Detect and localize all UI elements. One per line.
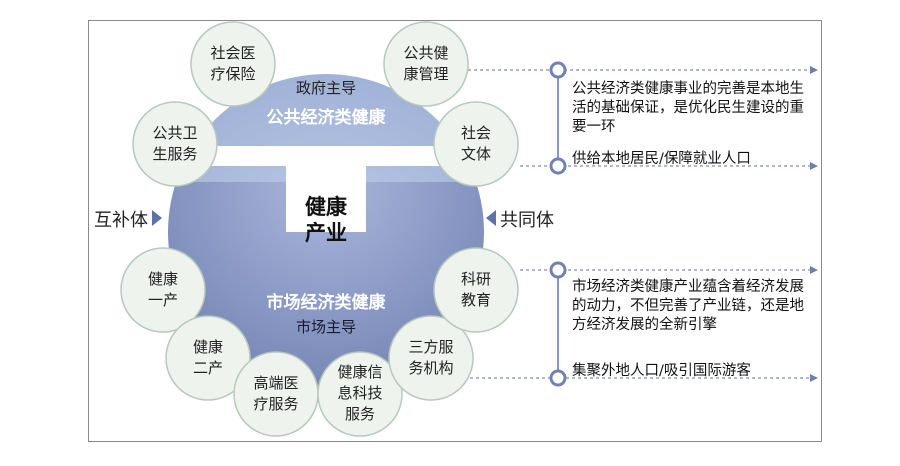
note-public-outcome: 供给本地居民/保障就业人口 — [572, 151, 751, 167]
node-label: 公共卫 生服务 — [152, 124, 198, 163]
node-third-party-services — [388, 315, 474, 401]
node-label: 科研 教育 — [460, 270, 491, 309]
node-label: 社会医 疗保险 — [210, 44, 256, 83]
node-label: 社会 文体 — [460, 124, 491, 163]
left-side-label: 互补体 — [94, 210, 148, 231]
node-public-health-management — [383, 21, 469, 107]
note-market-outcome: 集聚外地人口/吸引国际游客 — [572, 363, 751, 379]
left-arrow-icon — [152, 210, 162, 226]
connector-arrow-icon — [810, 374, 818, 382]
node-public-health-services — [132, 101, 218, 187]
public-title: 公共经济类健康 — [266, 108, 386, 128]
satellite-circles — [120, 21, 519, 437]
node-label: 健康信 息科技 服务 — [337, 363, 383, 423]
timeline-dot-1 — [549, 61, 567, 79]
timeline-dot-4 — [549, 369, 567, 387]
node-health-primary — [120, 247, 206, 333]
connector-arrow-icon — [810, 266, 818, 274]
node-label: 健康 一产 — [147, 270, 178, 309]
note-market-description: 市场经济类健康产业蕴含着经济发展的动力，不但完善了产业链，还是地方经济发展的全新… — [572, 279, 804, 333]
timeline-dot-2 — [549, 157, 567, 175]
node-social-medical-insurance — [190, 21, 276, 107]
node-health-secondary — [165, 315, 251, 401]
connector-arrow-icon — [810, 66, 818, 74]
market-lead-label: 市场主导 — [295, 318, 356, 336]
node-research-education — [433, 247, 519, 333]
node-social-culture-sports — [433, 101, 519, 187]
t-separator — [160, 146, 494, 232]
node-label: 高端医 疗服务 — [253, 374, 299, 413]
public-lead-label: 政府主导 — [295, 79, 356, 97]
node-label: 三方服 务机构 — [408, 338, 454, 377]
connector-arrow-icon — [810, 162, 818, 170]
node-label: 公共健 康管理 — [403, 44, 449, 83]
right-arrow-icon — [486, 210, 496, 226]
right-side-label: 共同体 — [500, 210, 554, 231]
note-public-description: 公共经济类健康事业的完善是本地生活的基础保证，是优化民生建设的重要一环 — [572, 81, 804, 135]
timeline-dot-3 — [549, 261, 567, 279]
node-health-info-tech — [317, 351, 403, 437]
diagram-frame — [88, 20, 822, 442]
market-title: 市场经济类健康 — [266, 293, 386, 313]
node-label: 健康 二产 — [192, 338, 223, 377]
center-label: 健康 产业 — [305, 195, 347, 245]
